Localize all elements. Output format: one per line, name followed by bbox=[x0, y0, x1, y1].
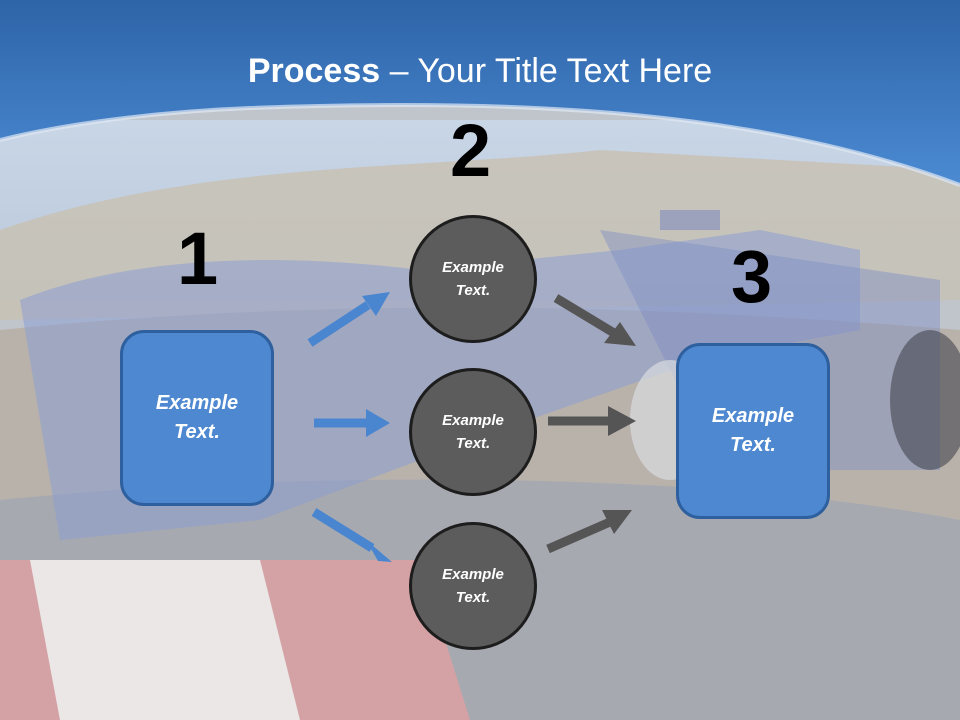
step-1-box: Example Text. bbox=[120, 330, 274, 506]
step-1-text: Example Text. bbox=[155, 392, 239, 443]
step-number-2: 2 bbox=[450, 109, 492, 192]
step-2-circle-top: Example Text. bbox=[409, 215, 537, 343]
step-number-1: 1 bbox=[177, 217, 219, 300]
step-2-text-bottom: Example Text. bbox=[442, 565, 504, 606]
blue-arrows bbox=[307, 301, 375, 552]
title-rest: – Your Title Text Here bbox=[380, 52, 713, 90]
arrow-head-3b bbox=[608, 406, 636, 436]
arrow-2c-to-3 bbox=[546, 517, 612, 554]
arrow-1-to-2c bbox=[311, 508, 375, 552]
step-3-text: Example Text. bbox=[711, 405, 795, 456]
slide-title: Process – Your Title Text Here bbox=[0, 52, 960, 91]
title-bold: Process bbox=[247, 52, 381, 90]
arrow-1-to-2a bbox=[307, 301, 371, 347]
arrow-head-2b bbox=[366, 409, 390, 437]
step-3-box: Example Text. bbox=[676, 343, 830, 519]
step-2-text-middle: Example Text. bbox=[442, 411, 504, 452]
step-number-3: 3 bbox=[731, 235, 773, 318]
arrow-head-2a bbox=[362, 292, 390, 316]
step-2-text-top: Example Text. bbox=[442, 258, 504, 299]
step-2-circle-bottom: Example Text. bbox=[409, 522, 537, 650]
gray-arrows bbox=[546, 294, 617, 554]
arrow-head-2c bbox=[366, 540, 392, 562]
step-2-circle-middle: Example Text. bbox=[409, 368, 537, 496]
arrow-head-3c bbox=[602, 510, 632, 534]
arrow-2a-to-3 bbox=[553, 294, 617, 337]
arrow-head-3a bbox=[604, 322, 636, 346]
